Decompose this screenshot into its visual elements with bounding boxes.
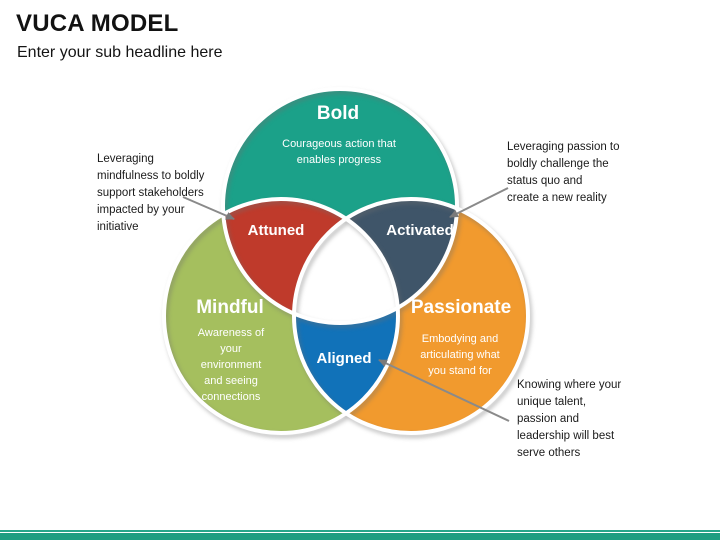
callout-activated-note: Leveraging passion to boldly challenge t… — [507, 141, 620, 204]
circle-mindful-description: Awareness of your environment and seeing… — [197, 327, 265, 403]
circle-bold-label: Bold — [316, 103, 360, 124]
lens-aligned-label: Aligned — [316, 350, 372, 367]
callout-arrows — [182, 187, 510, 422]
center-overlap — [294, 199, 398, 323]
circle-passionate-description: Embodying and articulating what you stan… — [420, 333, 500, 377]
callout-attuned-note: Leveraging mindfulness to boldly support… — [97, 153, 205, 233]
footer-accent-bar — [0, 533, 720, 540]
callout-aligned-note: Knowing where your unique talent, passio… — [517, 379, 622, 459]
circle-passionate-label: Passionate — [410, 297, 512, 318]
circle-mindful-label: Mindful — [196, 297, 264, 318]
circle-bold-description: Courageous action that enables progress — [282, 138, 396, 166]
arrow-to-activated — [449, 187, 509, 218]
footer-accent-line — [0, 530, 720, 532]
arrow-to-aligned — [378, 359, 510, 422]
lens-attuned-label: Attuned — [247, 222, 305, 239]
page-subtitle: Enter your sub headline here — [17, 44, 223, 61]
circle-outlines — [162, 87, 530, 435]
arrow-to-attuned — [182, 196, 235, 220]
lens-activated-label: Activated — [386, 222, 454, 239]
page-title: VUCA MODEL — [16, 10, 179, 37]
